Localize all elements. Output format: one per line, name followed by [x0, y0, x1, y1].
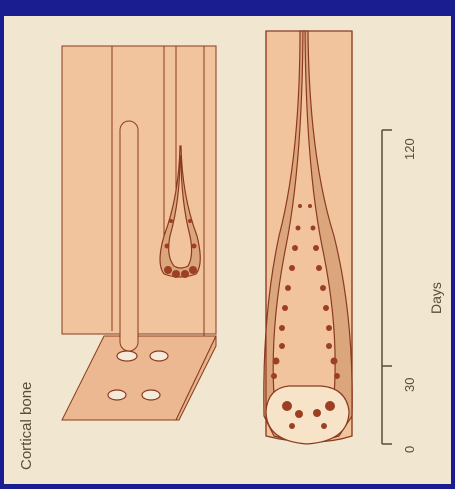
- cortical-bone-label: Cortical bone: [18, 382, 35, 470]
- cutting-cone-enlarged: [264, 31, 352, 444]
- days-axis-title: Days: [428, 282, 444, 314]
- days-axis: [382, 130, 392, 444]
- tick-label-30: 30: [402, 378, 417, 392]
- tick-label-0: 0: [402, 446, 417, 453]
- bone-remodeling-illustration: [4, 16, 451, 484]
- figure-panel: Cortical bone Days 0 30 120: [4, 16, 451, 484]
- tick-label-120: 120: [402, 138, 417, 160]
